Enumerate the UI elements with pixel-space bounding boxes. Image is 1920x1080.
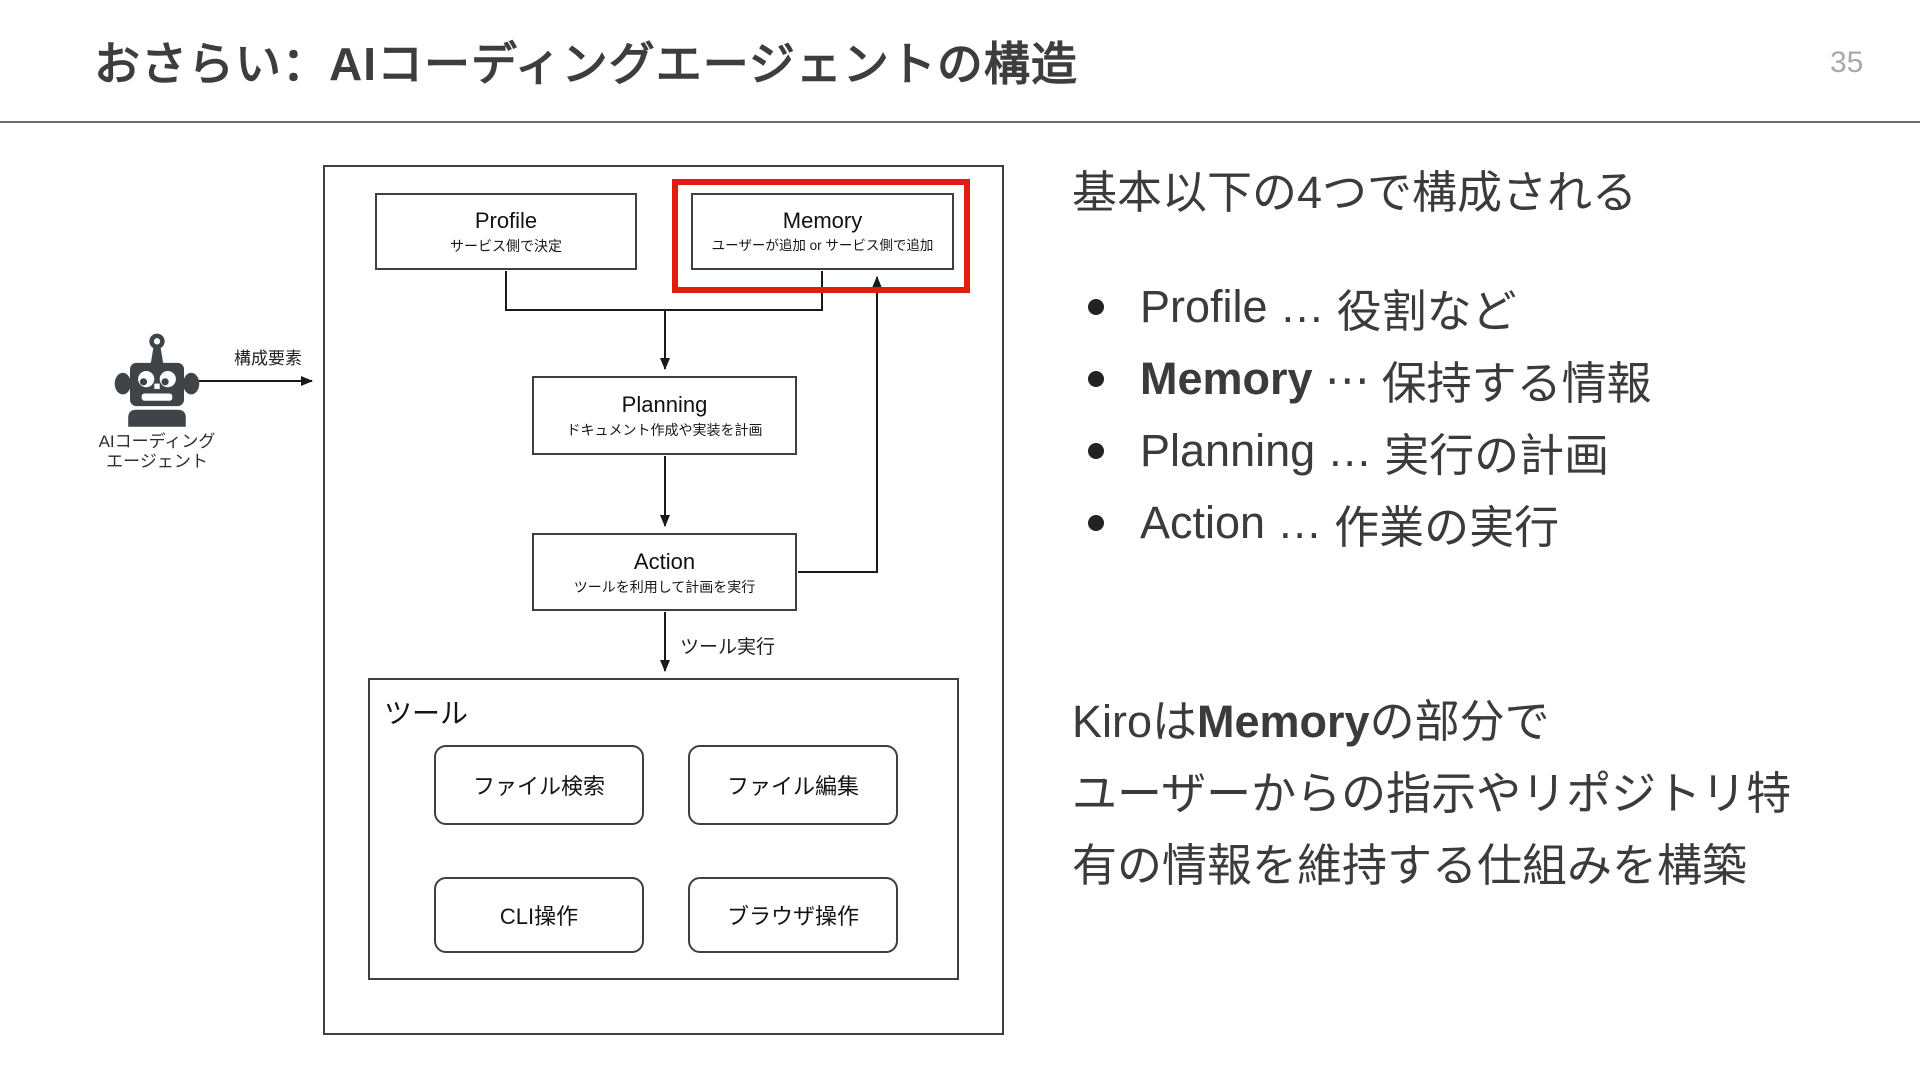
profile-subtitle: サービス側で決定 [450, 238, 562, 254]
arrow-label: 構成要素 [234, 349, 302, 368]
planning-subtitle: ドキュメント作成や実装を計画 [566, 422, 763, 438]
agent-structure-frame [323, 165, 1004, 1035]
list-item-profile: Profile … 役割など [1072, 271, 1652, 343]
bullet-desc: 実行の計画 [1384, 429, 1610, 481]
tools-title: ツール [384, 698, 469, 729]
action-subtitle: ツールを利用して計画を実行 [573, 578, 756, 595]
tool-file-search: ファイル検索 [434, 745, 644, 825]
action-node: Action ツールを利用して計画を実行 [532, 533, 797, 611]
bullet-dot [1088, 299, 1104, 315]
bullet-name: Profile [1140, 281, 1268, 332]
memory-node: Memory ユーザーが追加 or サービス側で追加 [691, 193, 954, 270]
list-item-action: Action … 作業の実行 [1072, 487, 1652, 559]
profile-node: Profile サービス側で決定 [375, 193, 637, 270]
page-number: 35 [1830, 46, 1864, 79]
tool-browser: ブラウザ操作 [688, 877, 898, 953]
list-item-planning: Planning … 実行の計画 [1072, 415, 1652, 487]
bullet-separator: … [1279, 281, 1325, 332]
outro-line1-pre: Kiroは [1072, 696, 1198, 747]
slide-title: おさらい：AIコーディングエージェントの構造 [94, 38, 1078, 90]
bullet-separator: ⋯ [1324, 353, 1370, 405]
planning-title: Planning [621, 392, 708, 417]
outro-line1: KiroはMemoryの部分で [1072, 686, 1791, 758]
robot-icon [114, 333, 200, 427]
outro-line2: ユーザーからの指示やリポジトリ特 [1072, 768, 1792, 819]
profile-title: Profile [474, 208, 538, 233]
tool-cli: CLI操作 [434, 877, 644, 953]
bullet-name: Memory [1140, 353, 1313, 404]
bullet-name: Planning [1140, 425, 1316, 476]
agent-label: AIコーディング エージェント [72, 432, 242, 472]
bullet-separator: … [1327, 425, 1373, 476]
outro-text: KiroはMemoryの部分で ユーザーからの指示やリポジトリ特 有の情報を維持… [1072, 686, 1791, 902]
memory-title: Memory [782, 208, 863, 233]
bullet-name: Action [1140, 497, 1266, 548]
memory-highlight-box [672, 179, 970, 293]
bullet-dot [1088, 443, 1104, 459]
bullet-separator: … [1277, 497, 1323, 548]
planning-node: Planning ドキュメント作成や実装を計画 [532, 376, 797, 455]
intro-text: 基本以下の4つで構成される [1072, 167, 1638, 218]
memory-subtitle: ユーザーが追加 or サービス側で追加 [711, 238, 934, 253]
bullet-desc: 保持する情報 [1381, 357, 1652, 409]
tool-exec-label: ツール実行 [680, 637, 776, 658]
list-item-memory: Memory ⋯ 保持する情報 [1072, 343, 1652, 415]
agent-label-line2: エージェント [106, 452, 208, 471]
outro-line1-post: の部分で [1369, 696, 1550, 747]
bullet-dot [1088, 515, 1104, 531]
outro-line1-bold: Memory [1197, 696, 1370, 747]
tools-box: ツール ファイル検索 ファイル編集 CLI操作 ブラウザ操作 [368, 678, 959, 980]
header-divider [0, 121, 1920, 123]
bullet-desc: 作業の実行 [1334, 501, 1560, 553]
bullet-dot [1088, 371, 1104, 387]
tool-file-edit: ファイル編集 [688, 745, 898, 825]
outro-line3: 有の情報を維持する仕組みを構築 [1072, 840, 1748, 891]
component-list: Profile … 役割など Memory ⋯ 保持する情報 Planning … [1072, 271, 1652, 559]
bullet-desc: 役割など [1336, 285, 1517, 337]
agent-label-line1: AIコーディング [98, 432, 216, 451]
action-title: Action [633, 548, 696, 574]
